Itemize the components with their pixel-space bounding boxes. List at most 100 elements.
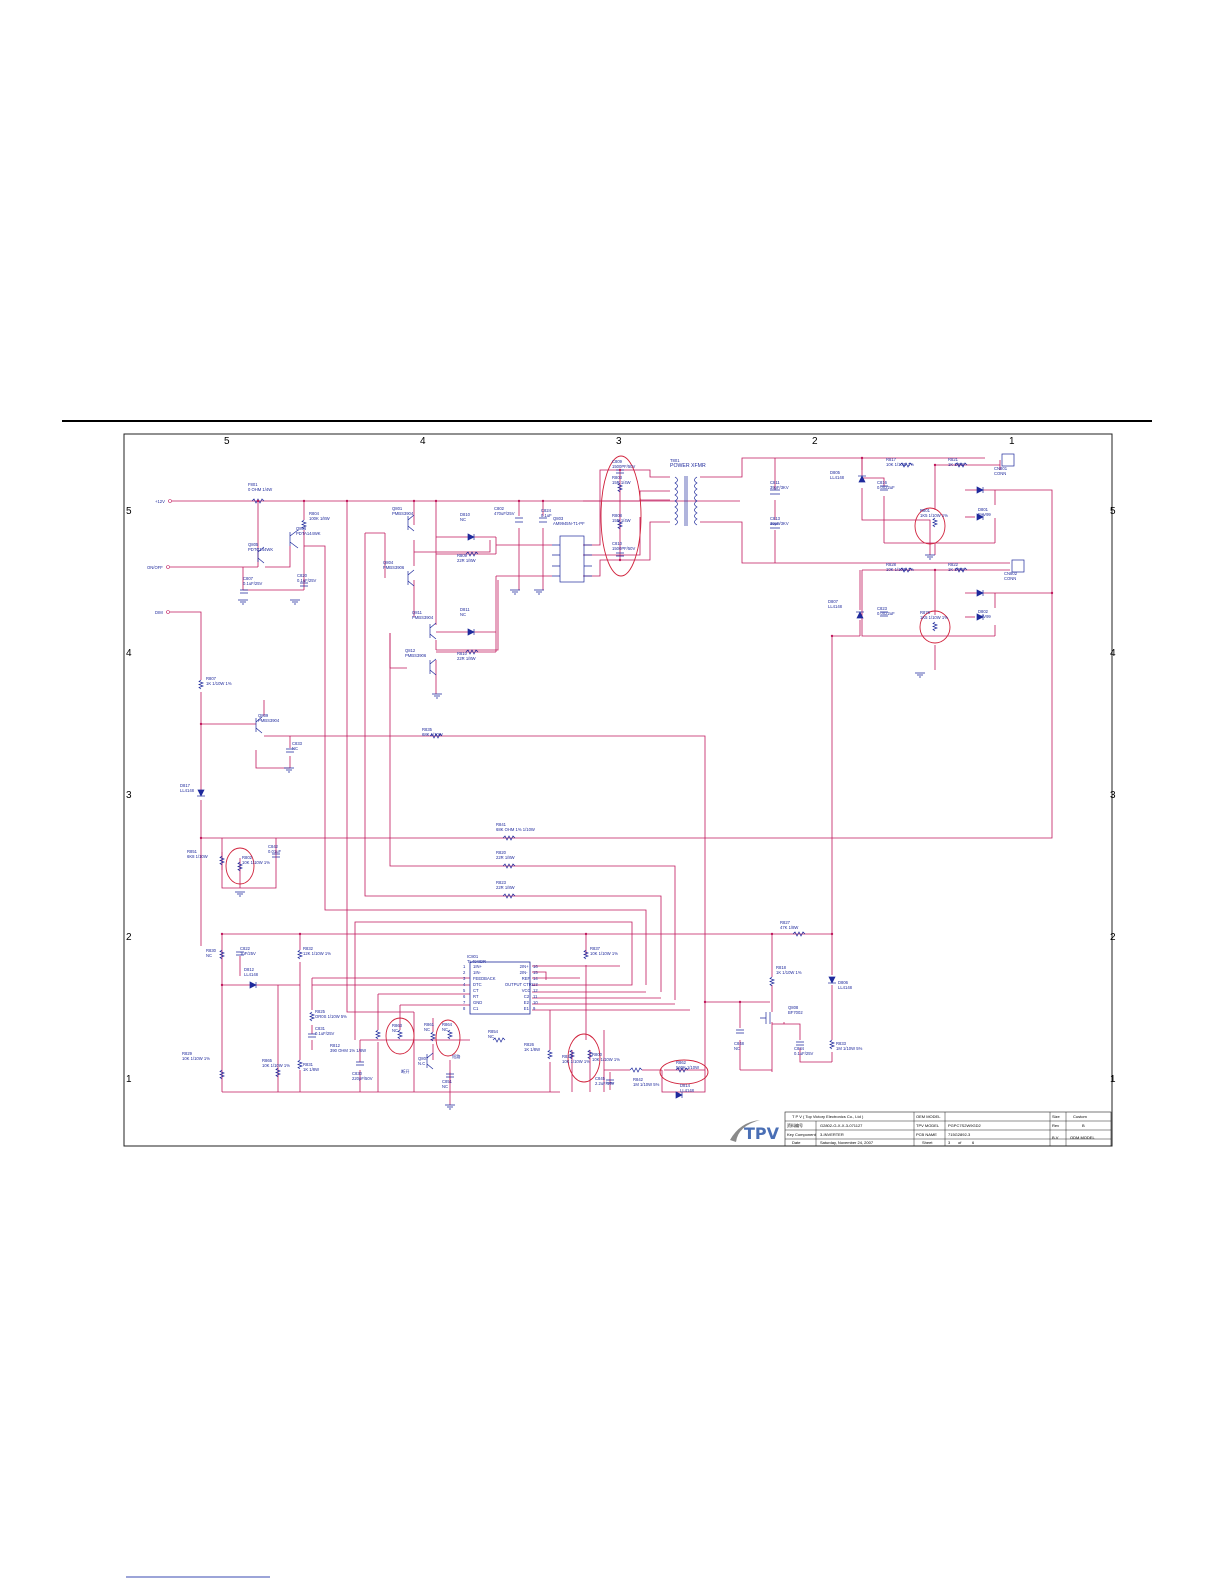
- component-value: 390 OHM 1% 1/8W: [330, 1048, 366, 1053]
- ic-pin-number: 11: [533, 994, 538, 999]
- component-ref: C802: [494, 506, 505, 511]
- title-block: T P V ( Top Victory Electronics Co., Ltd…: [730, 1111, 1112, 1147]
- ic-pin-number: 6: [463, 994, 466, 999]
- component-ref: C831: [315, 1026, 326, 1031]
- tb-bv-label: B.V: [1052, 1135, 1059, 1140]
- component-ref: CN801: [994, 466, 1008, 471]
- component-ref: D806: [838, 980, 849, 985]
- component-value: 10K 1/10W 1%: [562, 1059, 590, 1064]
- zone-row-label-right: 4: [1110, 648, 1116, 659]
- component-ref: C807: [243, 576, 254, 581]
- component-value: LL4148: [830, 475, 845, 480]
- component-ref: R831: [303, 1062, 314, 1067]
- component-ref: C822: [240, 946, 251, 951]
- component-value: NC: [442, 1084, 448, 1089]
- component-value: OR0S 1/10W 5%: [315, 1014, 347, 1019]
- zone-row-label-right: 1: [1110, 1074, 1116, 1085]
- component-ref: R826: [524, 1042, 535, 1047]
- component-ref: F801: [248, 482, 258, 487]
- ic-pin-name: OUTPUT CTRL: [505, 982, 535, 987]
- component-value: 0.1uF/25V: [297, 578, 317, 583]
- component-value: NC: [424, 1027, 430, 1032]
- component-value: TL494IDR: [467, 959, 486, 964]
- component-value: NC: [734, 1046, 740, 1051]
- component-value: 6K8 1/10W: [187, 854, 208, 859]
- component-ref: IC801: [467, 954, 479, 959]
- component-value: NC: [442, 1027, 448, 1032]
- component-value: 10K 1/10W 1%: [886, 567, 914, 572]
- highlight-markers: [225, 455, 951, 1085]
- zone-row-label-right: 5: [1110, 506, 1116, 517]
- ic-pin-number: 10: [533, 1000, 538, 1005]
- component-value: 560K 1/10W: [676, 1065, 699, 1070]
- tpv-logo-text: TPV: [744, 1124, 780, 1143]
- tb-oem-model-value: ODM MODEL: [1070, 1135, 1095, 1140]
- ic-pin-name: 2IN-: [520, 970, 529, 975]
- tb-oem-model-label: OEM MODEL: [916, 1114, 941, 1119]
- ic-pin-name: FEEDBACK: [473, 976, 496, 981]
- note-open: 断开: [401, 1068, 409, 1075]
- component-value: LL4148: [838, 985, 853, 990]
- component-ref: R832: [303, 946, 314, 951]
- sheet-frame: [123, 433, 1113, 1147]
- component-value: 10K 1/10W 1%: [590, 951, 618, 956]
- component-value: 0.1uF/25V: [243, 581, 263, 586]
- component-value: PDTC144WK: [248, 547, 273, 552]
- component-ref: D802: [978, 609, 989, 614]
- component-value: PMBS3906: [383, 565, 405, 570]
- component-value: 10K 1/10W 1%: [592, 1057, 620, 1062]
- component-ref: D810: [460, 512, 471, 517]
- component-value: NC: [460, 517, 466, 522]
- tb-company: T P V ( Top Victory Electronics Co., Ltd…: [792, 1114, 864, 1119]
- component-value: 0.1uF/25V: [315, 1031, 335, 1036]
- component-value: LL4148: [180, 788, 195, 793]
- component-value: 1uF/25V: [240, 951, 256, 956]
- component-ref: C823: [877, 606, 888, 611]
- component-ref: R817: [886, 457, 897, 462]
- component-value: LL4148: [680, 1088, 695, 1093]
- tb-sheet-value: 3: [948, 1140, 951, 1145]
- ic-pin-name: GND: [473, 1000, 482, 1005]
- component-ref: R802: [242, 855, 253, 860]
- tb-pcb-name-label: PCB NAME: [916, 1132, 937, 1137]
- component-ref: Q811: [412, 610, 423, 615]
- ic-pin-number: 12: [533, 988, 538, 993]
- component-value: 0.1uF: [541, 513, 552, 518]
- component-ref: R865: [262, 1058, 273, 1063]
- component-value: 47K 1/8W: [780, 925, 798, 930]
- tb-date-label: Date: [792, 1140, 801, 1145]
- component-ref: R807: [206, 676, 217, 681]
- component-ref: R829: [182, 1051, 193, 1056]
- ic-pin-number: 8: [463, 1006, 466, 1011]
- zone-row-label: 3: [126, 790, 132, 801]
- component-ref: R801: [920, 508, 931, 513]
- component-ref: R876: [920, 610, 931, 615]
- tb-pcb-name-value: 715G2892-3: [948, 1132, 971, 1137]
- component-value: 68K OHM 1% 1/10W: [496, 827, 535, 832]
- component-value: 15R 1/4W: [612, 518, 631, 523]
- component-ref: R830: [206, 948, 217, 953]
- tb-sheet-label: Sheet: [922, 1140, 933, 1145]
- zone-row-label: 4: [126, 648, 132, 659]
- zone-row-label: 5: [126, 506, 132, 517]
- component-value: PMBS3904: [392, 511, 414, 516]
- component-value: PDTA144WK: [296, 531, 321, 536]
- component-value: 100K 1/8W: [309, 516, 330, 521]
- wire-network: [170, 457, 1053, 1105]
- component-value: 0 OHM 1/4W: [248, 487, 272, 492]
- component-ref: Q807: [418, 1056, 429, 1061]
- ic-pin-number: 1: [463, 964, 466, 969]
- component-value: 1500PF/50V: [612, 546, 635, 551]
- component-value: 1K 1/10W 1%: [776, 970, 802, 975]
- component-ref: R834: [562, 1054, 573, 1059]
- component-ref: R823: [496, 880, 507, 885]
- ic-pin-number: 13: [533, 982, 538, 987]
- component-ref: R812: [330, 1043, 341, 1048]
- component-ref: R822: [948, 562, 959, 567]
- component-value: LL4148: [244, 972, 259, 977]
- component-value: 0.0022uF: [877, 611, 895, 616]
- ic-pin-name: REF: [522, 976, 531, 981]
- component-ref: Q804: [383, 560, 394, 565]
- component-ref: R820: [496, 850, 507, 855]
- component-ref: C810: [612, 541, 623, 546]
